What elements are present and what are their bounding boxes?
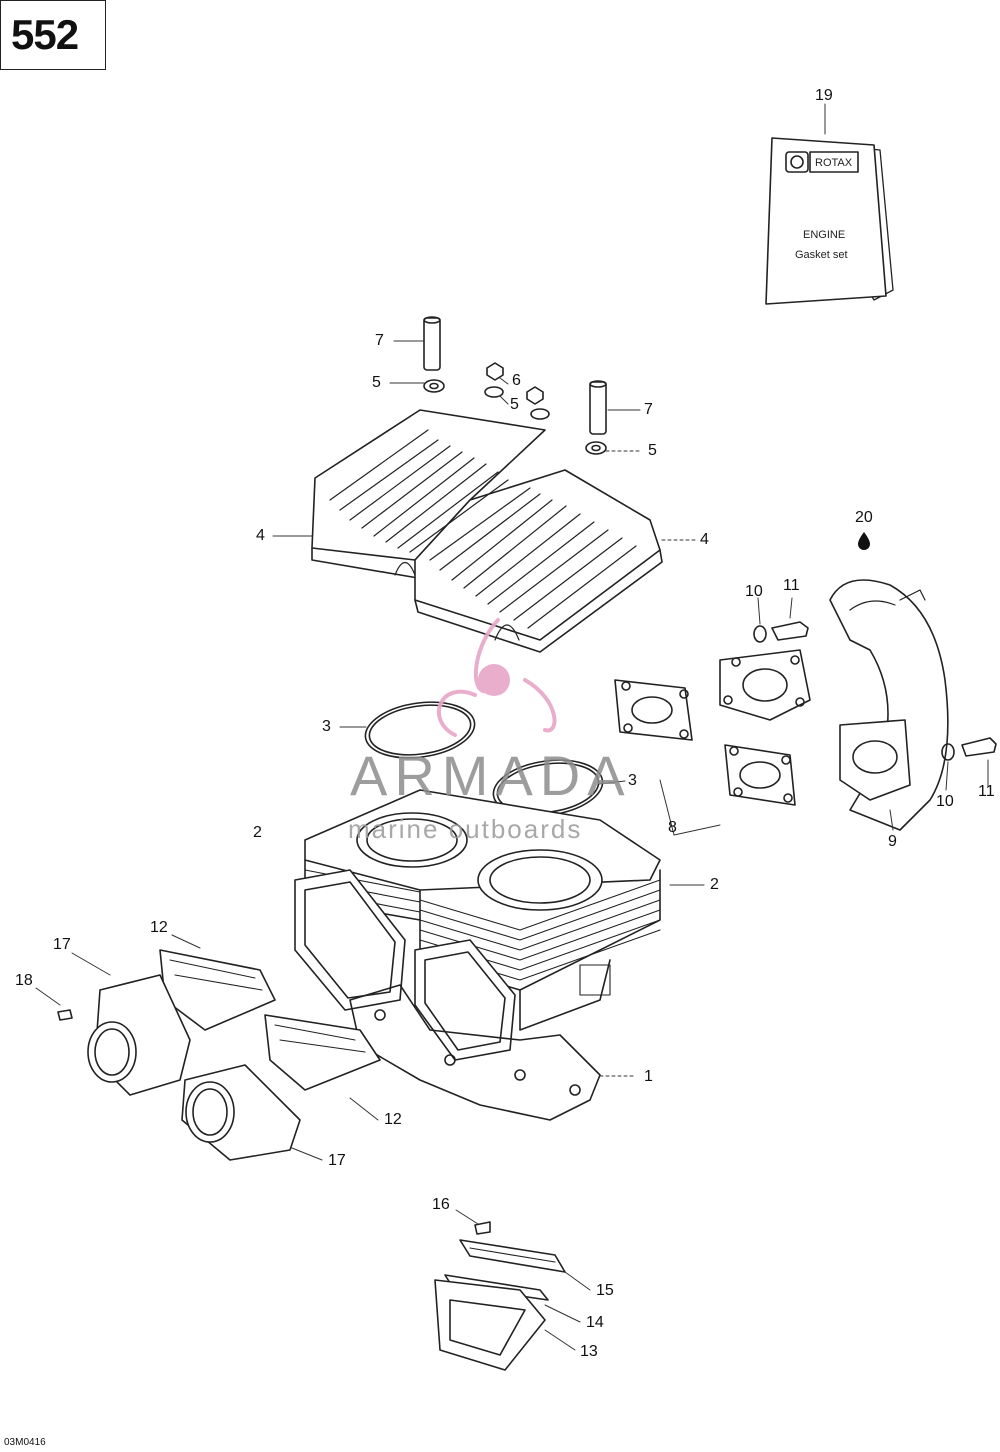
screws-and-washers — [57, 621, 997, 1021]
callout-17: 17 — [328, 1152, 346, 1169]
callout-12: 12 — [384, 1111, 402, 1128]
callout-11: 11 — [783, 577, 800, 594]
callout-9: 9 — [888, 833, 897, 850]
leader-lines — [35, 103, 989, 1351]
callout-1: 1 — [644, 1068, 653, 1085]
page-number-box: 552 — [0, 0, 106, 70]
callout-11: 11 — [978, 783, 995, 800]
callout-8: 8 — [668, 819, 677, 836]
callout-5: 5 — [648, 442, 657, 459]
callout-4: 4 — [256, 527, 265, 544]
page-number: 552 — [11, 11, 79, 58]
callout-5: 5 — [372, 374, 381, 391]
studs-washers-nuts — [423, 316, 607, 455]
callout-4: 4 — [700, 531, 709, 548]
callout-10: 10 — [745, 583, 763, 600]
callout-17: 17 — [53, 936, 71, 953]
callout-5: 5 — [510, 396, 519, 413]
doc-brand: ROTAX — [815, 157, 853, 169]
callout-10: 10 — [936, 793, 954, 810]
callout-20: 20 — [855, 509, 873, 526]
cylinders — [304, 789, 661, 1031]
cylinder-heads — [311, 409, 663, 653]
exhaust-manifold — [719, 579, 949, 831]
callout-15: 15 — [596, 1282, 614, 1299]
base-gasket — [349, 984, 601, 1121]
callout-2: 2 — [710, 876, 719, 893]
figure-code: 03M0416 — [4, 1437, 46, 1448]
callout-16: 16 — [432, 1196, 450, 1213]
exhaust-gaskets — [614, 679, 796, 806]
armada-logo-icon — [436, 618, 557, 737]
callout-14: 14 — [586, 1314, 604, 1331]
callout-3: 3 — [628, 772, 637, 789]
callout-6: 6 — [512, 372, 521, 389]
watermark-name: ARMADA — [350, 744, 632, 807]
cylinder-intake-ports — [294, 869, 516, 1061]
callout-2: 2 — [253, 824, 262, 841]
intake-manifolds — [87, 974, 301, 1161]
watermark-tagline: marine outboards — [348, 814, 583, 844]
callout-7: 7 — [644, 401, 653, 418]
oil-drop-icon — [858, 532, 870, 550]
callout-18: 18 — [15, 972, 33, 989]
doc-title: ENGINE — [803, 229, 845, 241]
callout-3: 3 — [322, 718, 331, 735]
gasket-set-document: ROTAX ENGINE Gasket set — [765, 137, 894, 305]
callout-19: 19 — [815, 87, 833, 104]
lower-reed-valve-assembly — [434, 1221, 566, 1371]
callout-7: 7 — [375, 332, 384, 349]
doc-subtitle: Gasket set — [795, 249, 848, 261]
callout-13: 13 — [580, 1343, 598, 1360]
reed-valves — [159, 949, 381, 1091]
callout-12: 12 — [150, 919, 168, 936]
